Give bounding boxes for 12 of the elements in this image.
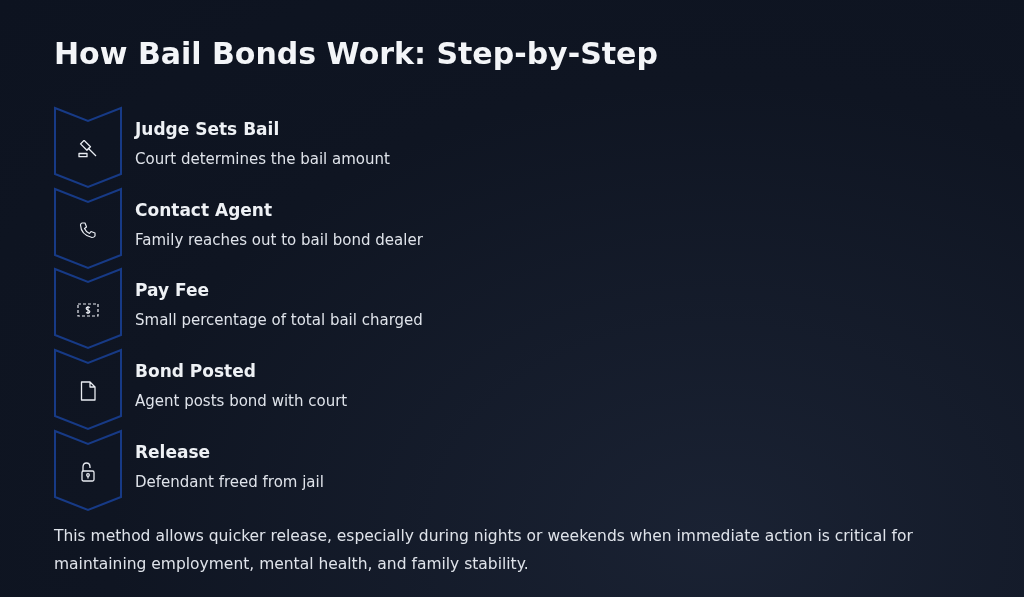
step-description: Court determines the bail amount	[135, 150, 390, 168]
step-description: Small percentage of total bail charged	[135, 311, 423, 329]
step-description: Defendant freed from jail	[135, 473, 324, 491]
step-title: Judge Sets Bail	[135, 119, 280, 139]
step-title: Pay Fee	[135, 280, 209, 300]
step-title: Contact Agent	[135, 200, 273, 220]
step-description: Agent posts bond with court	[135, 392, 348, 410]
step-description: Family reaches out to bail bond dealer	[135, 231, 423, 249]
step-title: Release	[135, 442, 211, 462]
title: How Bail Bonds Work: Step-by-Step	[54, 36, 658, 71]
caption: This method allows quicker release, especially during nights or weekends when immediate action is critical for maintaining employment, mental health, and family stability.	[54, 526, 914, 575]
step-title: Bond Posted	[135, 361, 256, 381]
